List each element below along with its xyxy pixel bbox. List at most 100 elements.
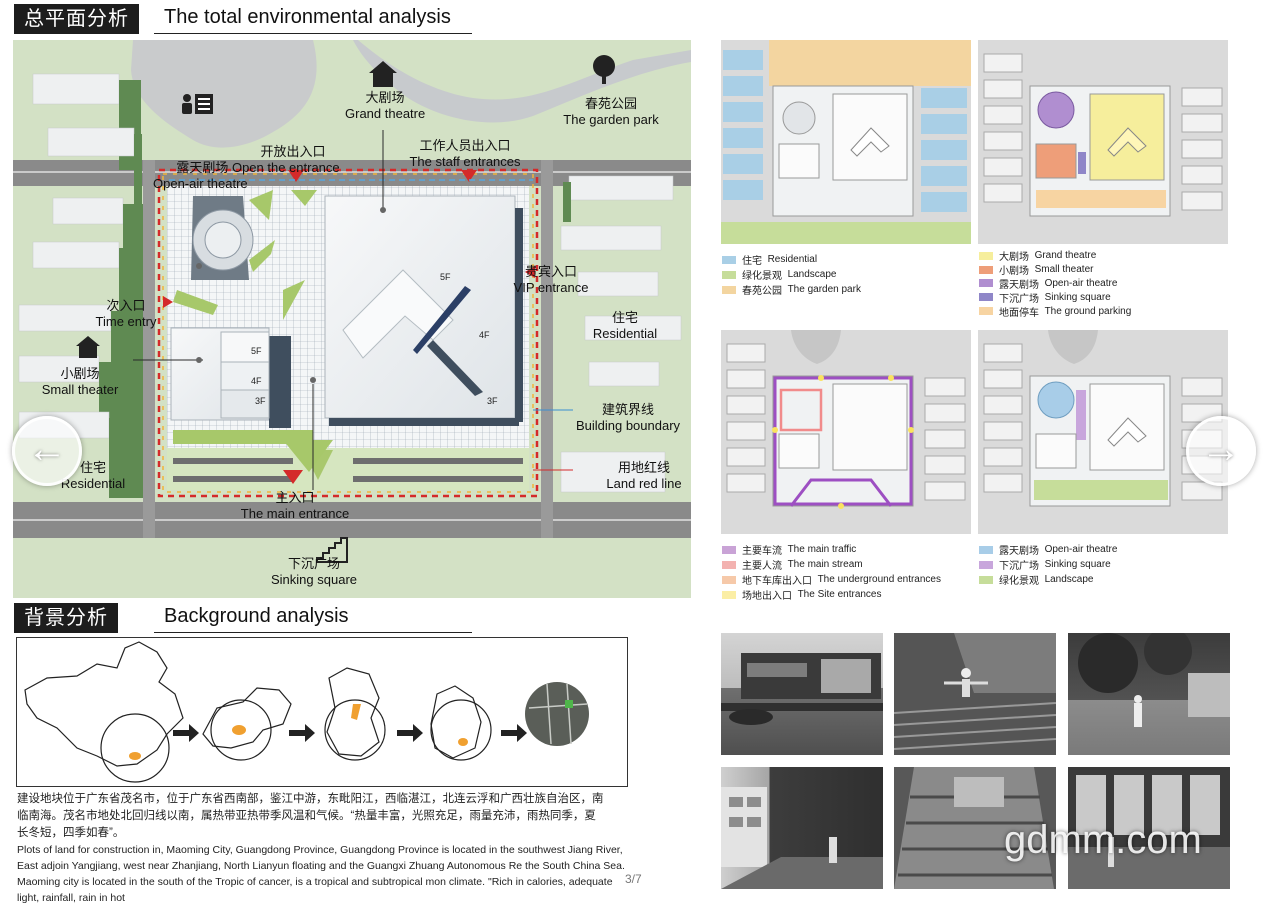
arrow-left-icon: ← — [27, 427, 67, 471]
arrow-icon — [397, 724, 423, 742]
garden-park-en: The garden park — [563, 112, 659, 127]
label-building-boundary: 建筑界线 Building boundary — [565, 402, 691, 434]
analysis-map-1 — [721, 40, 971, 244]
legend-item: 主要人流 The main stream — [722, 557, 941, 572]
section-header-total: 总平面分析 The total environmental analysis — [14, 4, 472, 34]
legend-item: 露天剧场 Open-air theatre — [979, 276, 1131, 291]
legend-swatch — [722, 270, 736, 279]
legend-item: 主要车流 The main traffic — [722, 542, 941, 557]
legend-1: 住宅 Residential 绿化景观 Landscape 春苑公园 The g… — [722, 252, 861, 297]
legend-item: 住宅 Residential — [722, 252, 861, 267]
open-air-theatre-shape — [191, 196, 254, 280]
prev-page-button[interactable]: ← — [12, 416, 82, 486]
legend-item: 春苑公园 The garden park — [722, 282, 861, 297]
legend-swatch — [979, 307, 993, 315]
parking-stalls — [173, 458, 523, 482]
residential-right-cn: 住宅 — [611, 310, 638, 325]
site-photo-6 — [1068, 767, 1230, 889]
entrance-markers — [163, 170, 535, 484]
label-small-theater: 小剧场 Small theater — [33, 366, 127, 398]
parking-band — [167, 448, 529, 490]
label-land-red-line: 用地红线 Land red line — [599, 460, 689, 492]
residential-left-en: Residential — [60, 476, 126, 491]
legend-item: 下沉广场 Sinking square — [979, 290, 1131, 305]
label-staff-entrance: 工作人员出入口 The staff entrances — [401, 138, 529, 170]
floor-label: 3F — [487, 396, 498, 406]
legend-swatch — [979, 279, 993, 287]
legend-swatch — [979, 560, 993, 569]
next-page-button[interactable]: → — [1186, 416, 1256, 486]
grand-theatre-cn: 大剧场 — [365, 90, 405, 105]
legend-swatch — [722, 590, 736, 599]
floor-label: 4F — [251, 376, 262, 386]
open-entrance-cn: 开放出入口 — [260, 144, 326, 159]
legend-swatch — [979, 251, 993, 260]
legend-swatch — [722, 575, 736, 584]
small-theater-cn: 小剧场 — [60, 366, 100, 381]
residential-right-en: Residential — [592, 326, 658, 341]
legend-item: 地面停车 The ground parking — [979, 304, 1131, 319]
legend-item: 露天剧场 Open-air theatre — [979, 542, 1117, 557]
right-residential — [560, 175, 682, 493]
house-icon — [368, 60, 398, 88]
legend-swatch — [722, 285, 736, 294]
site-photo-5 — [894, 767, 1056, 889]
floor-label: 5F — [251, 346, 262, 356]
staff-cn: 工作人员出入口 — [419, 138, 511, 153]
section-title-en: Background analysis — [164, 605, 349, 627]
label-time-entry: 次入口 Time entry — [89, 298, 163, 330]
house-icon — [75, 335, 101, 359]
grand-theatre-block — [324, 195, 523, 426]
land-red-line — [157, 168, 539, 498]
sinking-square-cn: 下沉广场 — [287, 556, 340, 571]
small-theater-en: Small theater — [41, 382, 119, 397]
legend-swatch — [979, 265, 993, 274]
time-entry-cn: 次入口 — [106, 298, 146, 313]
section-title-cn: 背景分析 — [14, 603, 118, 633]
open-air-cn: 露天剧场 Open the entrance — [176, 160, 340, 175]
legend-swatch — [979, 293, 993, 301]
watermark: gdmm.com — [1004, 818, 1202, 862]
stairs-icon — [315, 532, 349, 564]
floor-label: 4F — [479, 330, 490, 340]
staff-en: The staff entrances — [409, 154, 521, 169]
legend-item: 绿化景观 Landscape — [722, 267, 861, 282]
analysis-map-2 — [978, 40, 1228, 244]
site-photo-2 — [894, 633, 1056, 755]
background-paragraph-en: Plots of land for construction in, Maomi… — [17, 844, 625, 904]
page-number: 3/7 — [625, 872, 642, 886]
floor-label: 3F — [255, 396, 266, 406]
label-residential-right: 住宅 Residential — [587, 310, 663, 342]
people-list-icon — [181, 92, 215, 116]
analysis-map-3 — [721, 330, 971, 534]
landscape-strips — [173, 190, 317, 444]
site-photo-3 — [1068, 633, 1230, 755]
building-boundary-en: Building boundary — [575, 418, 681, 433]
grand-theatre-en: Grand theatre — [345, 106, 426, 121]
legend-item: 小剧场 Small theater — [979, 263, 1131, 277]
label-main-entrance: 主入口 The main entrance — [221, 490, 369, 522]
arrow-icon — [173, 724, 199, 742]
legend-item: 大剧场 Grand theatre — [979, 248, 1131, 263]
site-plan-drawing — [13, 40, 691, 538]
lake — [131, 40, 317, 148]
tree-icon — [590, 54, 618, 84]
label-garden-park: 春苑公园 The garden park — [551, 96, 671, 128]
sinking-square-en: Sinking square — [271, 572, 357, 587]
open-air-en: Open-air theatre — [153, 176, 248, 191]
section-header-background: 背景分析 Background analysis — [14, 603, 472, 633]
vip-cn: 贵宾入口 — [524, 264, 577, 279]
china-map — [24, 641, 184, 767]
left-road — [143, 160, 155, 538]
arrow-icon — [289, 724, 315, 742]
legend-4: 露天剧场 Open-air theatre 下沉广场 Sinking squar… — [979, 542, 1117, 587]
legend-item: 下沉广场 Sinking square — [979, 557, 1117, 572]
vip-en: VIP entrance — [513, 280, 589, 295]
legend-item: 地下车库出入口 The underground entrances — [722, 572, 941, 587]
legend-item: 绿化景观 Landscape — [979, 572, 1117, 587]
section-rule — [154, 33, 472, 34]
small-theater-block — [170, 327, 291, 428]
right-road — [541, 160, 553, 538]
site-photo-4 — [721, 767, 883, 889]
legend-swatch — [722, 545, 736, 554]
